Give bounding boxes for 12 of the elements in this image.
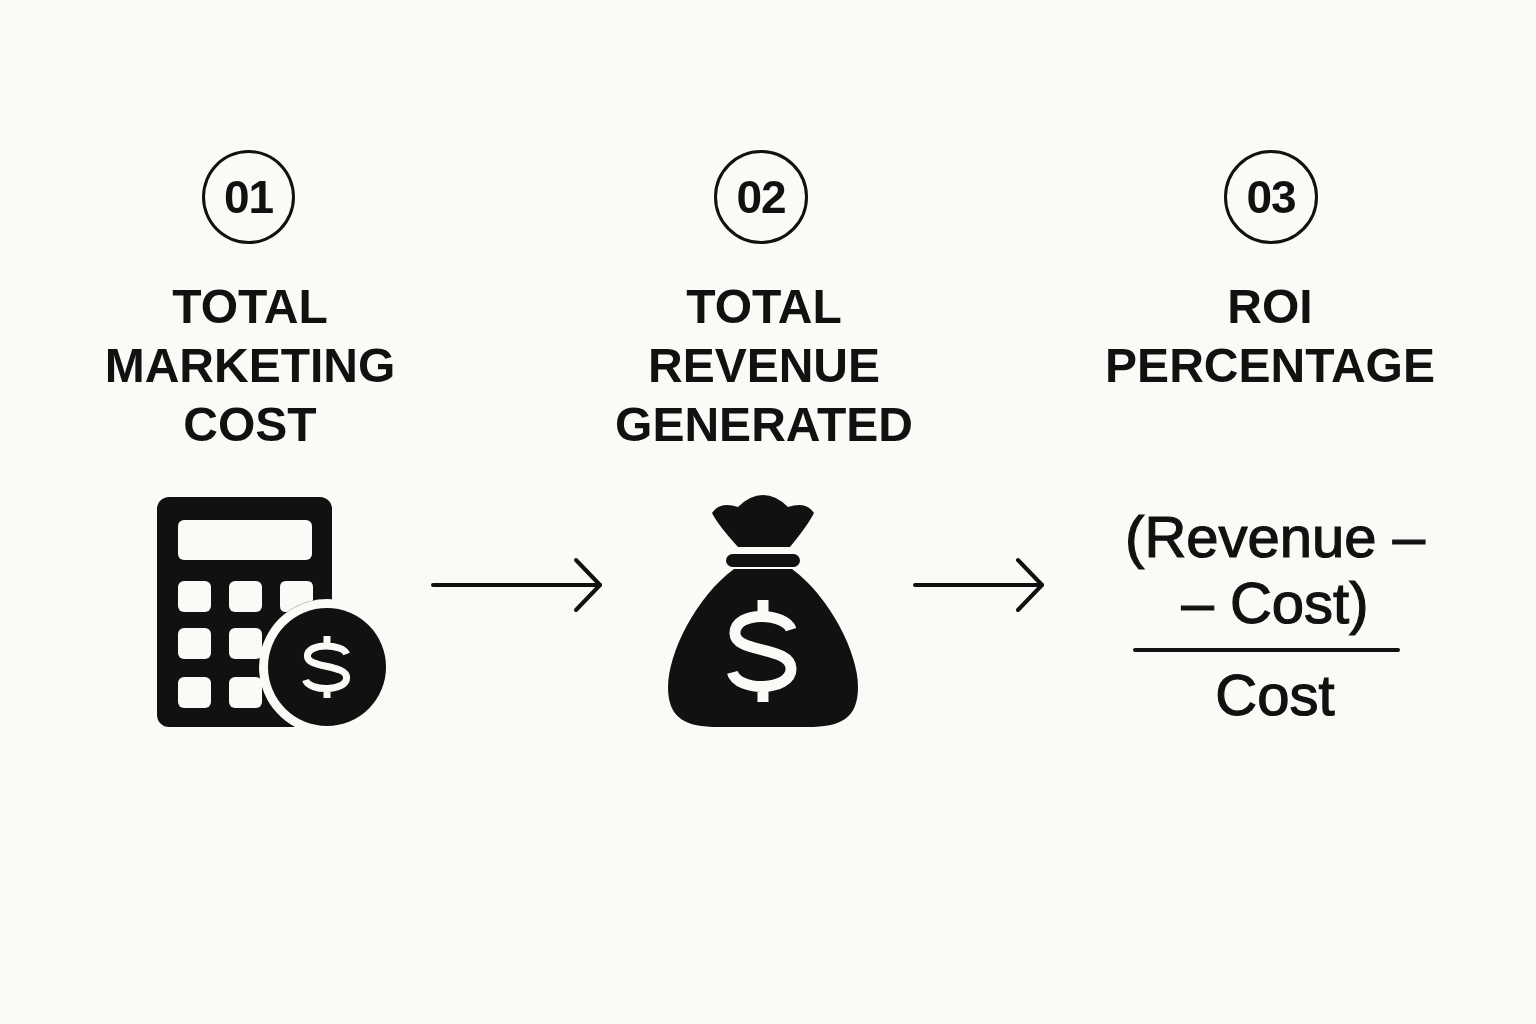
step-title: TOTAL MARKETING COST [103, 279, 397, 453]
step-title: ROI PERCENTAGE [1104, 279, 1436, 394]
step-number-circle: 03 [1224, 150, 1318, 244]
arrow [431, 558, 602, 612]
step-title: TOTAL REVENUE GENERATED [614, 279, 914, 453]
formula-numerator: (Revenue – – Cost) [1124, 504, 1426, 636]
money-bag-icon [668, 495, 858, 727]
step-number-circle: 02 [714, 150, 808, 244]
formula-denominator: Cost [1214, 662, 1336, 728]
arrow [913, 558, 1044, 612]
step-number-circle: 01 [202, 150, 295, 244]
calculator-icon [157, 497, 387, 727]
